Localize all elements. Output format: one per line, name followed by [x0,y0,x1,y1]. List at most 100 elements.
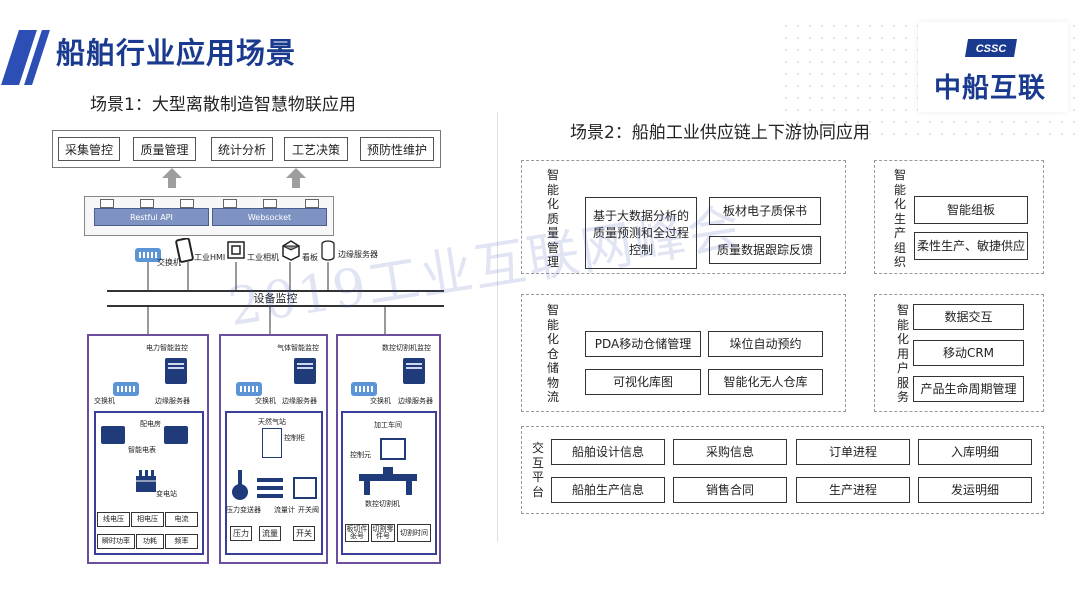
logo-badge-text: CSSC [976,43,1008,55]
switch-icon [236,382,262,396]
platform-item: 船舶设计信息 [551,439,665,465]
switch-valve-icon [293,477,317,499]
device-label: 工业HMI [194,253,226,262]
unmanned-warehouse-box: 智能化无人仓库 [708,369,823,395]
platform-item: 发运明细 [918,477,1032,503]
room-label: 加工车间 [374,421,402,429]
cnc-cutting-machine-icon [359,467,417,495]
switch-label: 交换机 [370,397,391,405]
top-button-maintenance: 预防性维护 [360,137,434,161]
control-cabinet-icon [262,428,282,458]
device-label: 边缘服务器 [338,250,378,259]
sensor-label: 压力变送器 [226,506,261,514]
database-icon [321,240,335,261]
data-cell: 切割零件号 [371,524,395,542]
data-cell: 切割时间 [397,524,431,542]
platform-item: 采购信息 [673,439,787,465]
top-button-process: 工艺决策 [284,137,348,161]
meter-icon [101,426,125,444]
industrial-camera-icon [227,241,245,259]
sensor-label: 开关阀 [298,506,319,514]
interaction-platform-group [521,426,1044,514]
data-cell: 板切件张号 [345,524,369,542]
data-cell: 开关 [293,526,315,541]
data-exchange-box: 数据交互 [913,304,1024,330]
gas-station-box [225,411,323,555]
server-label: 边缘服务器 [282,397,317,405]
port-tab [223,199,237,208]
port-tab [100,199,114,208]
port-tab [305,199,319,208]
switch-icon [113,382,139,396]
edge-server-icon [294,358,316,384]
zone-title: 电力智能监控 [146,344,188,352]
controller-icon [380,438,406,460]
data-cell: 压力 [230,526,252,541]
quality-prediction-box: 基于大数据分析的质量预测和全过程控制 [585,197,697,269]
pressure-transmitter-icon [232,470,248,500]
workshop-box [341,411,437,555]
device-label: 看板 [302,253,318,262]
page-title: 船舶行业应用场景 [56,36,297,70]
smart-plate-grouping-box: 智能组板 [914,196,1028,224]
flow-meter-icon [257,478,283,498]
group-label-user: 智能化用户服务 [896,303,909,404]
port-tab [140,199,154,208]
gas-monitor-zone [219,334,328,564]
scene1-title: 场景1：大型离散制造智慧物联应用 [90,95,356,115]
group-label-production: 智能化生产组织 [893,168,906,269]
quality-management-group [521,160,846,274]
transformer-icon [136,470,156,492]
zone-title: 气体智能监控 [277,344,319,352]
data-cell: 瞬时功率 [97,534,135,549]
group-label-platform: 交互平台 [531,441,544,499]
sensor-label: 流量计 [274,506,295,514]
scene2-title: 场景2：船舶工业供应链上下游协同应用 [570,123,870,143]
port-tab [263,199,277,208]
top-button-collect: 采集管控 [58,137,120,161]
edge-server-icon [403,358,425,384]
port-tab [180,199,194,208]
kanban-board-icon [282,240,300,261]
device-monitor-bar: 设备监控 [107,290,444,307]
top-button-statistics: 统计分析 [211,137,273,161]
server-label: 边缘服务器 [398,397,433,405]
data-cell: 电流 [165,512,198,527]
substation-label: 变电站 [156,490,177,498]
stack-reservation-box: 垛位自动预约 [708,331,823,357]
data-cell: 相电压 [131,512,164,527]
application-layer-box [52,130,441,168]
zone-title: 数控切割机监控 [382,344,431,352]
room-label: 配电房 [140,420,161,428]
group-label-quality: 智能化质量管理 [546,168,559,269]
platform-item: 入库明细 [918,439,1032,465]
power-room-box [94,411,204,555]
cabinet-label: 控制柜 [284,434,305,442]
column-divider [497,112,498,542]
flexible-production-box: 柔性生产、敏捷供应 [914,232,1028,260]
switch-icon [351,382,377,396]
meter-label: 智能电表 [128,446,156,454]
hmi-tablet-icon [175,238,194,263]
room-label: 天然气站 [258,418,286,426]
cssc-badge-icon: CSSC [965,39,1017,57]
product-lifecycle-box: 产品生命周期管理 [913,376,1024,402]
restful-api-bar: Restful API [94,208,209,226]
device-label: 交换机 [157,258,181,267]
data-cell: 流量 [259,526,281,541]
device-label: 工业相机 [247,253,279,262]
meter-icon [164,426,188,444]
platform-item: 船舶生产信息 [551,477,665,503]
data-cell: 线电压 [97,512,130,527]
mobile-crm-box: 移动CRM [913,340,1024,366]
data-cell: 频率 [165,534,198,549]
cutting-monitor-zone [336,334,441,564]
top-button-quality: 质量管理 [133,137,196,161]
server-label: 边缘服务器 [155,397,190,405]
switch-label: 交换机 [94,397,115,405]
pda-warehouse-box: PDA移动仓储管理 [585,331,701,357]
steel-e-certificate-box: 板材电子质保书 [709,197,821,225]
warehouse-logistics-group [521,294,846,412]
machine-label: 数控切割机 [365,500,400,508]
user-service-group [874,294,1044,412]
